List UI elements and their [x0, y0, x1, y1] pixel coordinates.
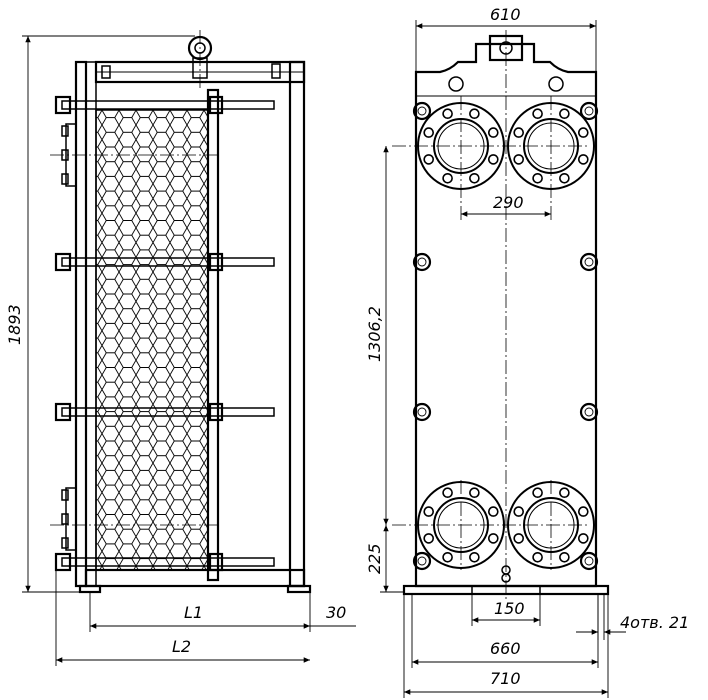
dim-length-l1: L1 [184, 603, 203, 622]
fixed-plate-inner [85, 61, 97, 587]
dim-top-width: 610 [490, 5, 521, 24]
top-bar-bracket-right [271, 63, 281, 79]
side-nozzles [61, 123, 77, 551]
top-bar-bracket [101, 65, 111, 79]
dim-overall-height: 1893 [5, 304, 24, 345]
dim-bottom-port-height: 225 [365, 543, 384, 574]
frame-plate-outline [414, 42, 598, 588]
dim-offset-30: 30 [326, 603, 346, 622]
support-column [288, 60, 306, 588]
dim-base-slot: 150 [494, 599, 525, 618]
front-side-bolts [412, 101, 599, 571]
dim-holes-note: 4отв. 21 [620, 613, 689, 632]
tie-bolts [54, 95, 275, 572]
corner-hole-left [448, 76, 464, 92]
bottom-guide-bar [84, 568, 306, 588]
side-view: 1893 L1 30 L2 [5, 30, 356, 666]
dim-base-width: 710 [490, 669, 521, 688]
plate-pack [95, 109, 209, 571]
fixed-frame-plate [74, 60, 88, 588]
pressure-plate [206, 88, 220, 582]
dim-port-spacing: 290 [493, 193, 524, 212]
corner-hole-right [548, 76, 564, 92]
dim-length-l2: L2 [172, 637, 191, 656]
dim-hole-spacing: 660 [490, 639, 521, 658]
dim-port-vertical-spacing: 1306,2 [365, 306, 384, 362]
front-view: 610 290 1306,2 225 150 660 710 4отв. 21 [365, 5, 689, 698]
